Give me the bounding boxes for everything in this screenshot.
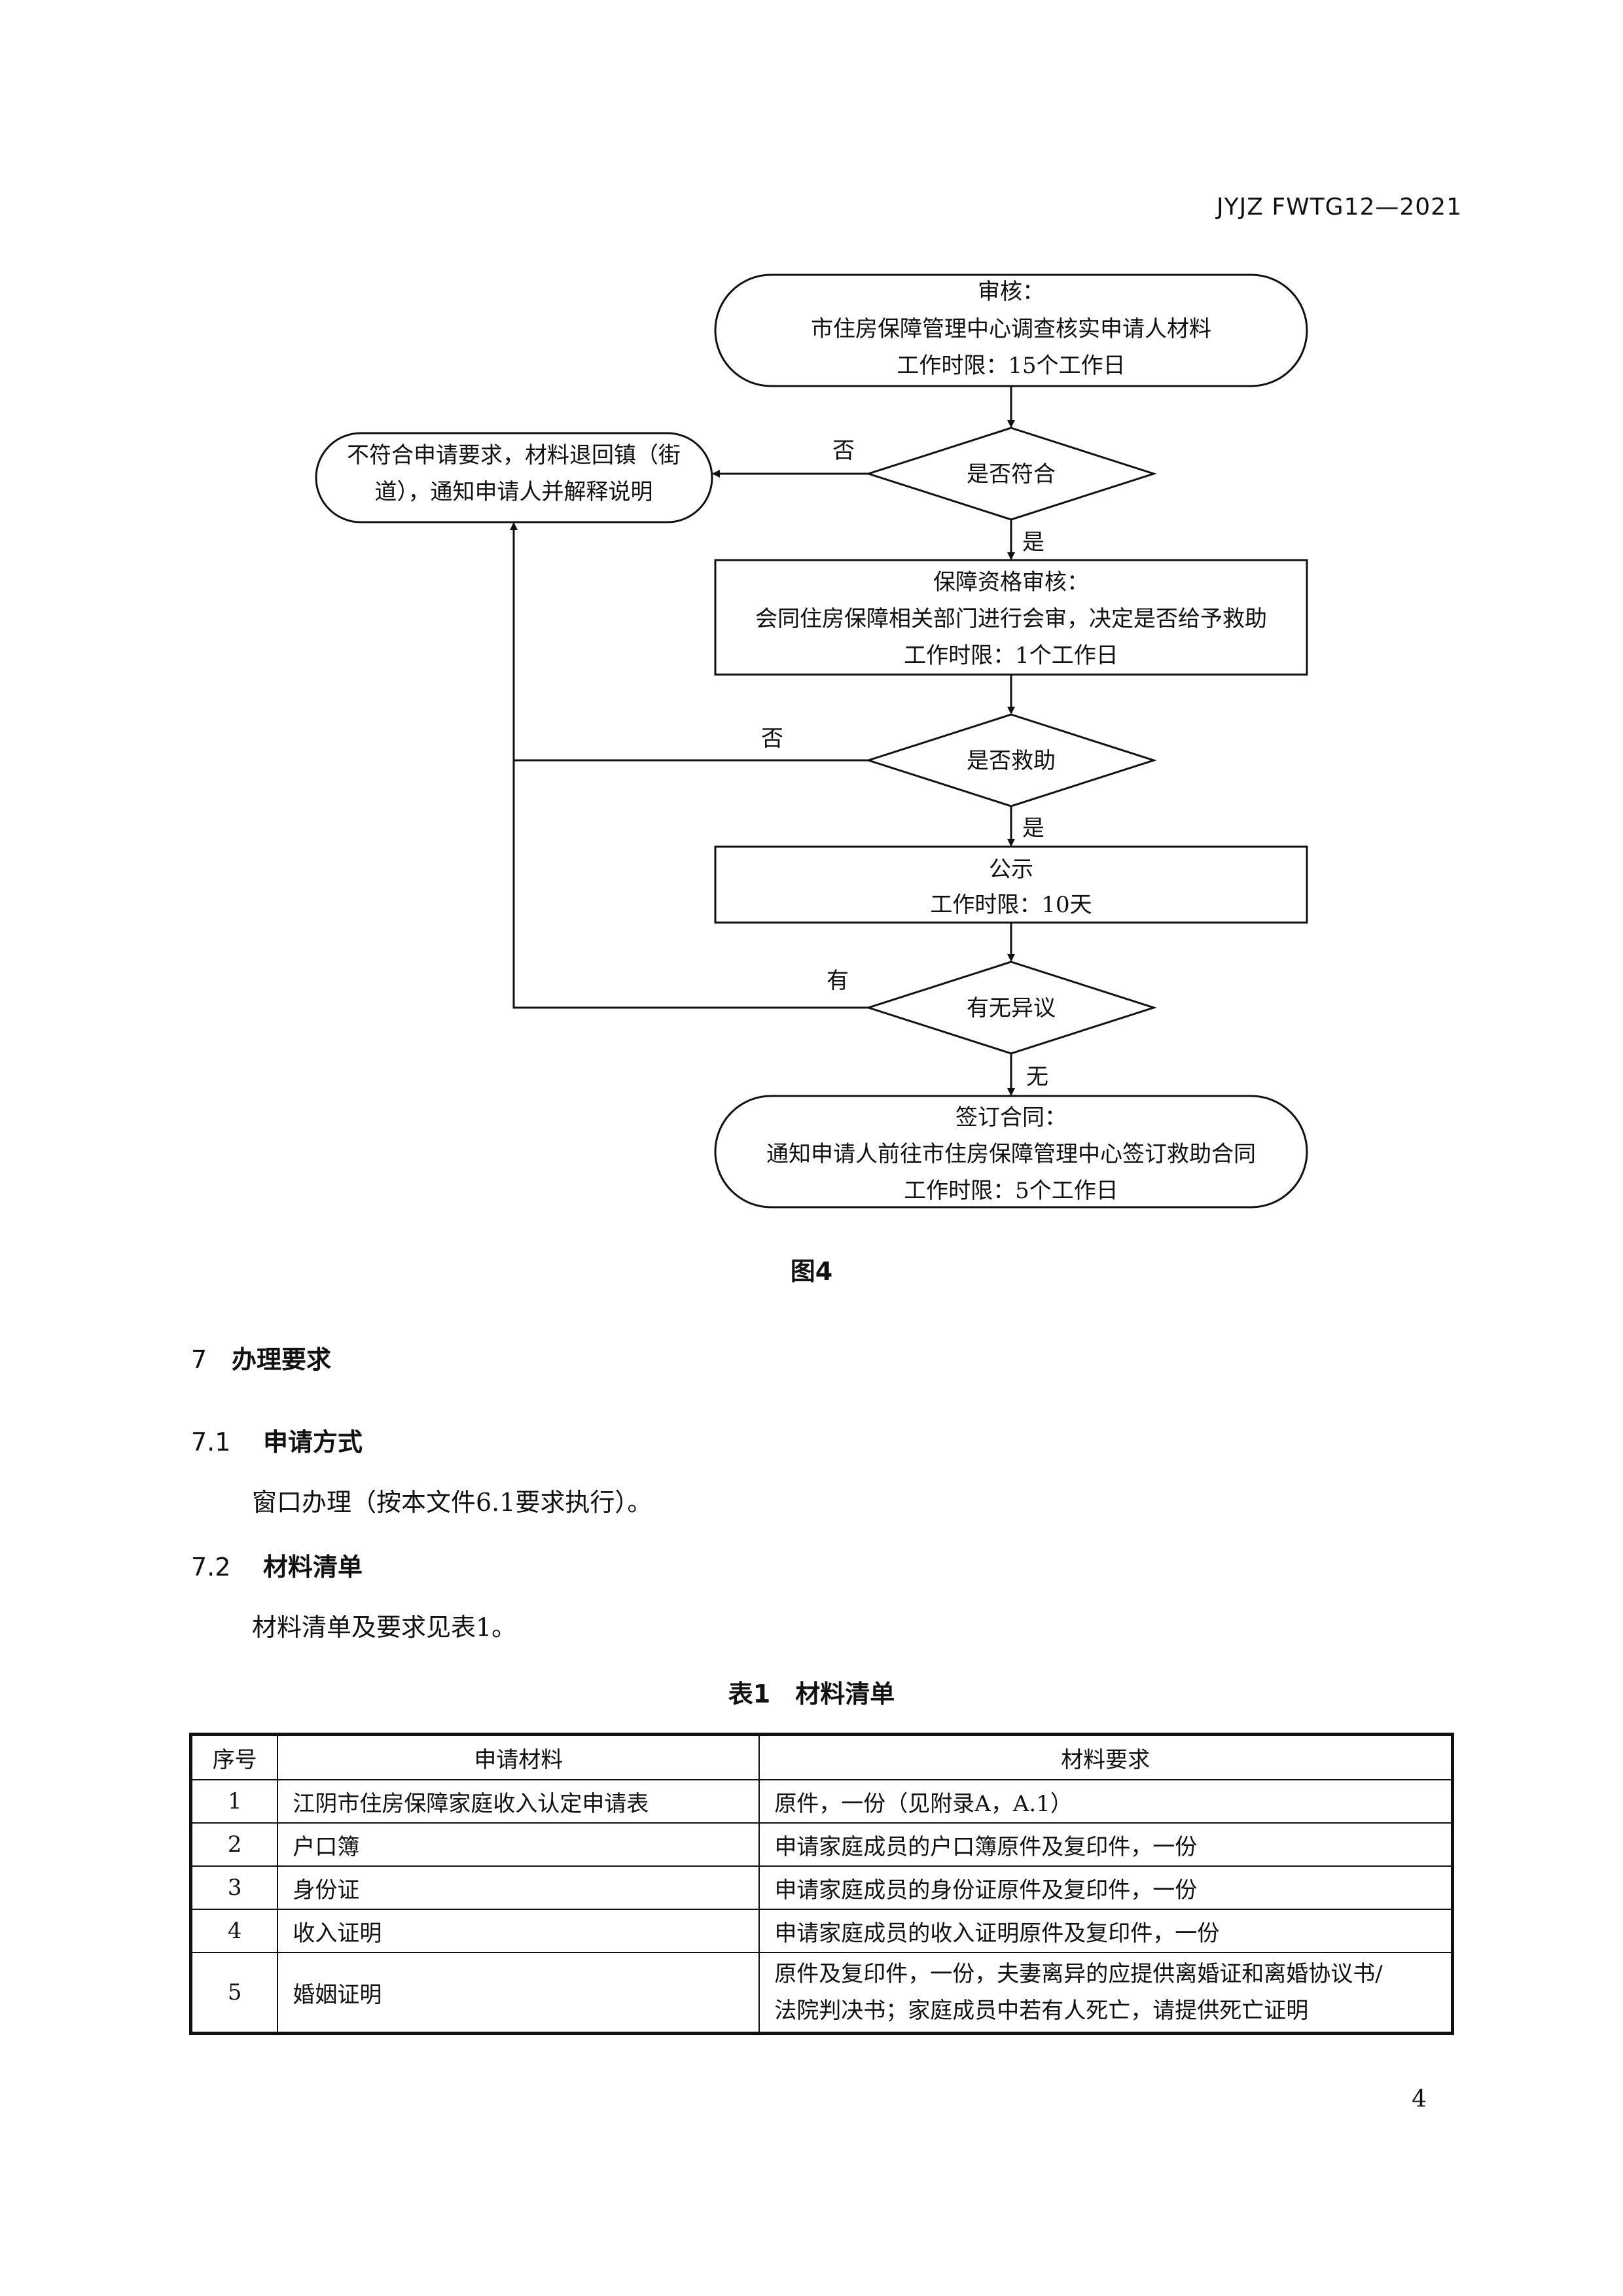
section-7-heading: 7 办理要求 [191,1339,331,1375]
decision-match-label: 是否符合 [967,461,1056,487]
row-req: 原件，一份（见附录A，A.1） [758,1779,1454,1824]
header-no: 序号 [190,1733,279,1780]
section-7-1-title: 申请方式 [263,1428,363,1457]
table-header-row: 序号 申请材料 材料要求 [190,1733,1454,1780]
contract-line2: 通知申请人前往市住房保障管理中心签订救助合同 [766,1141,1256,1167]
page-number: 4 [1412,2086,1427,2113]
row-no: 2 [190,1822,279,1867]
header-req: 材料要求 [758,1733,1454,1780]
row-no: 5 [190,1952,279,2034]
qualify-line1: 保障资格审核： [933,569,1089,595]
row-item: 户口簿 [277,1822,760,1867]
label-has: 有 [827,968,849,994]
section-7-2-title: 材料清单 [263,1553,363,1581]
publicity-line1: 公示 [989,857,1033,883]
contract-line3: 工作时限：5个工作日 [904,1178,1118,1204]
contract-line1: 签订合同： [955,1104,1067,1131]
row-item: 江阴市住房保障家庭收入认定申请表 [277,1779,760,1824]
label-no-2: 否 [761,726,783,752]
row-no: 1 [190,1779,279,1824]
label-yes-2: 是 [1022,815,1044,841]
row-req: 申请家庭成员的收入证明原件及复印件，一份 [758,1909,1454,1953]
qualify-line2: 会同住房保障相关部门进行会审，决定是否给予救助 [755,606,1267,632]
review-line1: 审核： [978,279,1044,305]
row-no: 4 [190,1909,279,1953]
label-no-1: 否 [832,438,855,464]
section-7-1-text: 窗口办理（按本文件6.1要求执行）。 [252,1488,652,1517]
figure-caption: 图4 [790,1257,833,1286]
review-line3: 工作时限：15个工作日 [897,353,1125,379]
section-7-1-heading: 7.1 申请方式 [191,1422,363,1458]
table-row: 2 户口簿 申请家庭成员的户口簿原件及复印件，一份 [190,1822,1454,1867]
decision-objection-label: 有无异议 [967,995,1056,1021]
label-none: 无 [1026,1064,1048,1090]
row-item: 身份证 [277,1865,760,1910]
review-line2: 市住房保障管理中心调查核实申请人材料 [811,316,1211,342]
table-row: 1 江阴市住房保障家庭收入认定申请表 原件，一份（见附录A，A.1） [190,1779,1454,1824]
row-req: 申请家庭成员的身份证原件及复印件，一份 [758,1865,1454,1910]
section-7-title: 办理要求 [232,1345,332,1374]
section-7-1-number: 7.1 [191,1428,231,1457]
publicity-line2: 工作时限：10天 [930,892,1092,918]
reject-line1: 不符合申请要求，材料退回镇（街 [347,442,681,468]
header-item: 申请材料 [277,1733,760,1780]
section-7-2-number: 7.2 [191,1553,231,1581]
reject-line2: 道），通知申请人并解释说明 [375,479,653,505]
materials-table: 序号 申请材料 材料要求 1 江阴市住房保障家庭收入认定申请表 原件，一份（见附… [189,1733,1454,2035]
contract-box [714,1095,1308,1209]
document-id: JYJZ FWTG12—2021 [1217,194,1462,221]
row-req-line1: 原件及复印件，一份，夫妻离异的应提供离婚证和离婚协议书/ [774,1961,1383,1987]
section-7-2-heading: 7.2 材料清单 [191,1547,363,1583]
section-7-number: 7 [191,1345,207,1374]
table-caption: 表1 材料清单 [728,1680,895,1708]
row-item: 婚姻证明 [277,1952,760,2034]
table-row: 4 收入证明 申请家庭成员的收入证明原件及复印件，一份 [190,1909,1454,1953]
decision-aid-label: 是否救助 [967,748,1056,774]
label-yes-1: 是 [1022,529,1044,556]
qualify-line3: 工作时限：1个工作日 [904,643,1118,669]
row-no: 3 [190,1865,279,1910]
table-row: 5 婚姻证明 原件及复印件，一份，夫妻离异的应提供离婚证和离婚协议书/ 法院判决… [190,1952,1454,2034]
line-d3-has [510,522,868,1009]
row-item: 收入证明 [277,1909,760,1953]
row-req: 申请家庭成员的户口簿原件及复印件，一份 [758,1822,1454,1867]
table-row: 3 身份证 申请家庭成员的身份证原件及复印件，一份 [190,1865,1454,1910]
row-req-multiline: 原件及复印件，一份，夫妻离异的应提供离婚证和离婚协议书/ 法院判决书；家庭成员中… [758,1952,1454,2034]
row-req-line2: 法院判决书；家庭成员中若有人死亡，请提供死亡证明 [774,1998,1309,2024]
section-7-2-text: 材料清单及要求见表1。 [252,1613,517,1642]
process-flowchart: 审核： 市住房保障管理中心调查核实申请人材料 工作时限：15个工作日 是否符合 … [315,274,1308,1209]
